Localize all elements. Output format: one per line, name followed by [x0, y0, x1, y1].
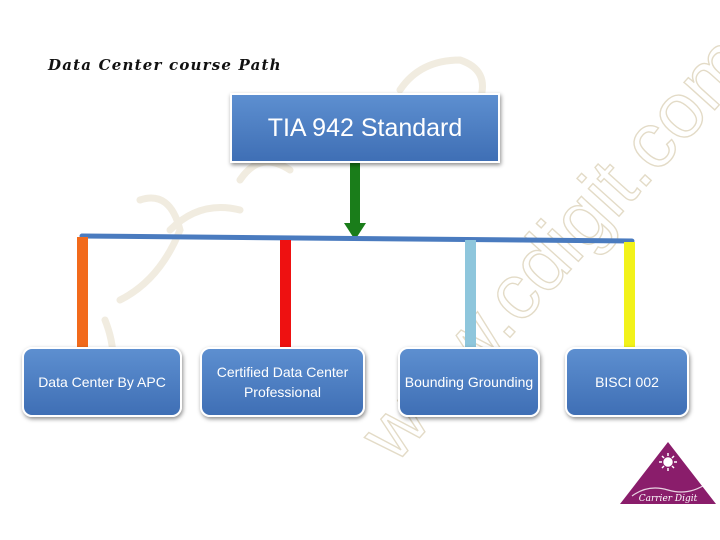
course-node-label: BISCI 002 [595, 374, 659, 390]
course-node-apc: Data Center By APC [22, 347, 182, 417]
course-node-label: Data Center By APC [38, 374, 166, 390]
course-node-bounding-grounding: Bounding Grounding [398, 347, 540, 417]
root-arrow [344, 163, 366, 240]
carrier-digit-logo: Carrier Digit [620, 442, 716, 504]
root-node: TIA 942 Standard [230, 93, 500, 163]
course-node-cdcp: Certified Data Center Professional [200, 347, 365, 417]
branch-arrow-apc [70, 237, 95, 364]
course-node-label: Bounding Grounding [404, 374, 534, 390]
page-title: Data Center course Path [48, 56, 282, 74]
sun-icon [659, 453, 677, 471]
branch-arrow-bisci [617, 242, 642, 363]
connector-line [79, 233, 635, 244]
course-node-label: Certified Data Center Professional [216, 364, 349, 400]
branch-arrow-cdcp [273, 240, 298, 363]
root-node-label: TIA 942 Standard [267, 113, 463, 142]
course-node-bisci: BISCI 002 [565, 347, 689, 417]
logo-text: Carrier Digit [639, 494, 698, 504]
